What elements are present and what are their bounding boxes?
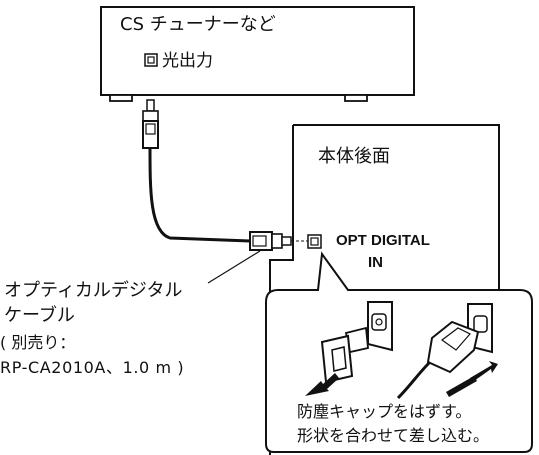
unit-input-label-in: IN bbox=[368, 254, 383, 271]
cable-label-line3: ( 別売り： bbox=[0, 333, 76, 352]
optical-cable bbox=[148, 146, 251, 243]
pull-out-arrow-icon bbox=[305, 373, 339, 396]
step-text-line1: 防塵キャップをはずす。 bbox=[297, 402, 472, 421]
cable-label-leader bbox=[207, 250, 261, 284]
cable-plug-side-icon bbox=[249, 231, 292, 251]
cable-label-line1: オプティカルデジタル bbox=[4, 280, 183, 301]
detail-callout-bubble bbox=[265, 251, 533, 453]
unit-optical-jack-icon bbox=[307, 234, 322, 249]
tuner-title: CS チューナーなど bbox=[120, 14, 276, 35]
unit-input-label: OPT DIGITAL bbox=[336, 232, 430, 249]
tuner-box bbox=[100, 6, 415, 102]
insert-plug-illustration bbox=[396, 303, 493, 400]
cable-label-line4: RP-CA2010A、1.0 m ) bbox=[0, 358, 185, 377]
unit-back-title: 本体後面 bbox=[318, 146, 390, 167]
remove-dust-cap-illustration bbox=[320, 301, 393, 384]
step-text-line2: 形状を合わせて差し込む。 bbox=[297, 426, 490, 445]
tuner-optical-port-icon bbox=[144, 53, 158, 67]
tuner-port-label: 光出力 bbox=[162, 51, 213, 71]
insert-arrow-icon bbox=[446, 361, 498, 397]
cable-plug-top-icon bbox=[142, 99, 159, 149]
cable-label-line2: ケーブル bbox=[4, 305, 75, 326]
